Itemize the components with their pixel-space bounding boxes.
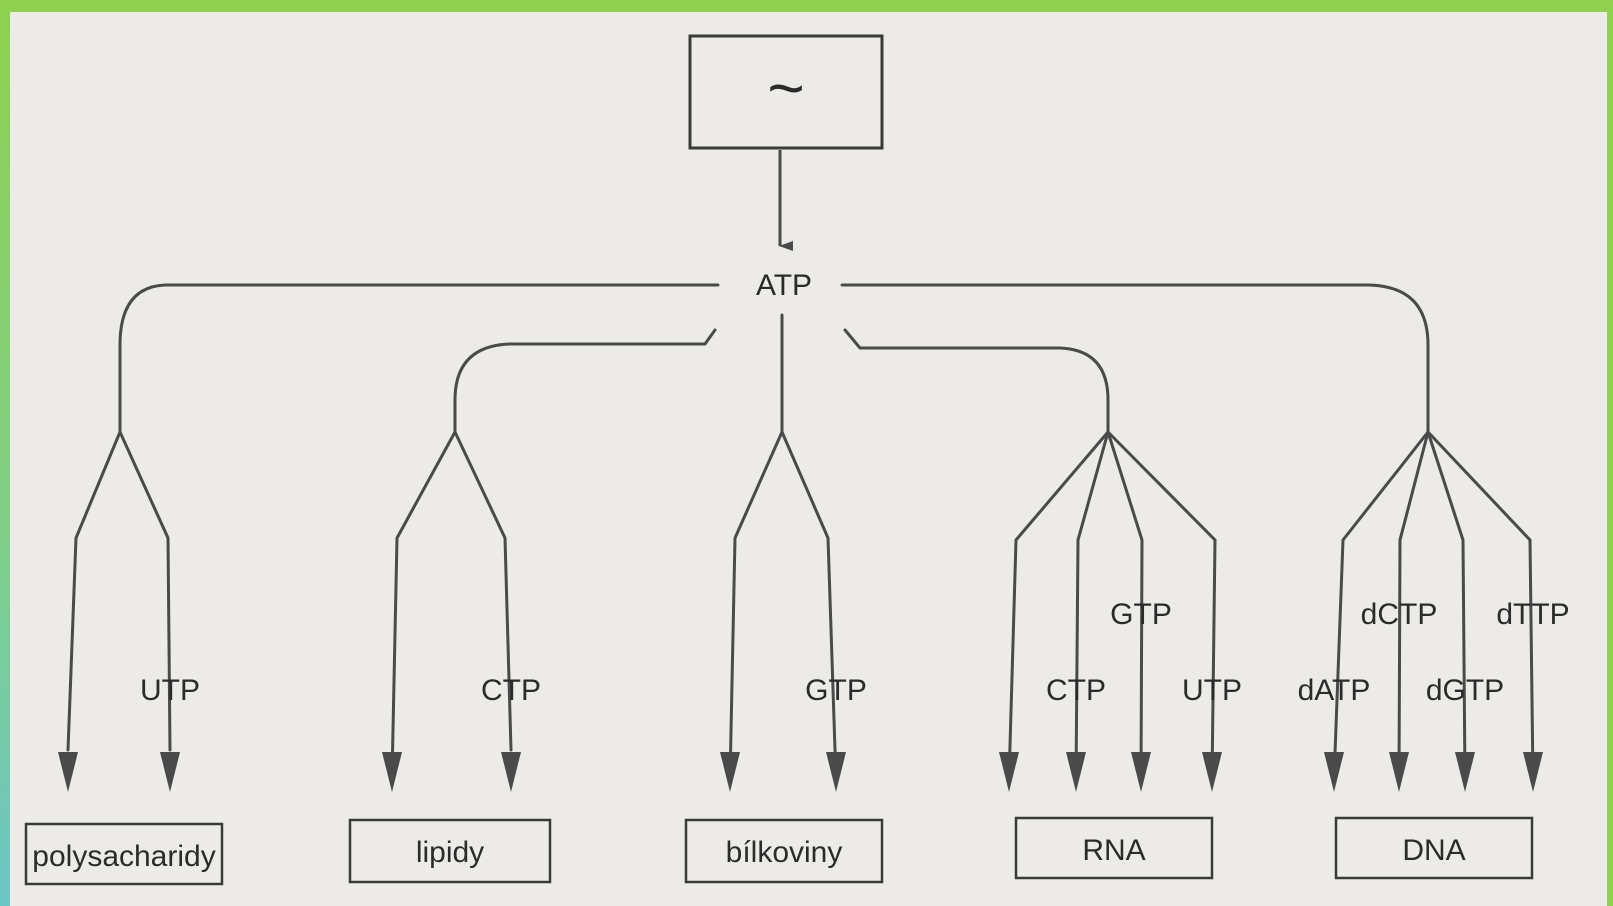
box-rna [1014,816,1214,880]
label-gtp-rna: GTP [1110,598,1172,631]
box-label-dna: DNA [1402,834,1465,867]
label-utp-polysacharidy: UTP [140,674,200,707]
box-label-rna: RNA [1082,834,1145,867]
label-dgtp-dna: dGTP [1426,674,1504,707]
tilde-symbol: ~ [767,52,804,124]
atp-label: ATP [756,269,812,302]
energy-source-box [688,34,884,150]
frame-border-left [0,0,10,906]
label-gtp-bilkoviny: GTP [805,674,867,707]
label-utp-rna: UTP [1182,674,1242,707]
arrowheads [58,752,1543,792]
box-dna [1334,816,1534,880]
label-datp-dna: dATP [1298,674,1371,707]
box-label-bilkoviny: bílkoviny [726,836,843,869]
label-ctp-lipidy: CTP [481,674,541,707]
label-dctp-dna: dCTP [1361,598,1438,631]
label-dttp-dna: dTTP [1496,598,1569,631]
label-ctp-rna: CTP [1046,674,1106,707]
box-label-lipidy: lipidy [416,836,484,869]
frame-border-right [1607,0,1613,906]
box-bilkoviny [684,818,884,884]
connector-lines [66,283,1535,782]
box-label-polysacharidy: polysacharidy [32,840,215,873]
frame-border-top [0,0,1613,12]
box-polysacharidy [24,822,224,886]
box-lipidy [348,818,552,884]
